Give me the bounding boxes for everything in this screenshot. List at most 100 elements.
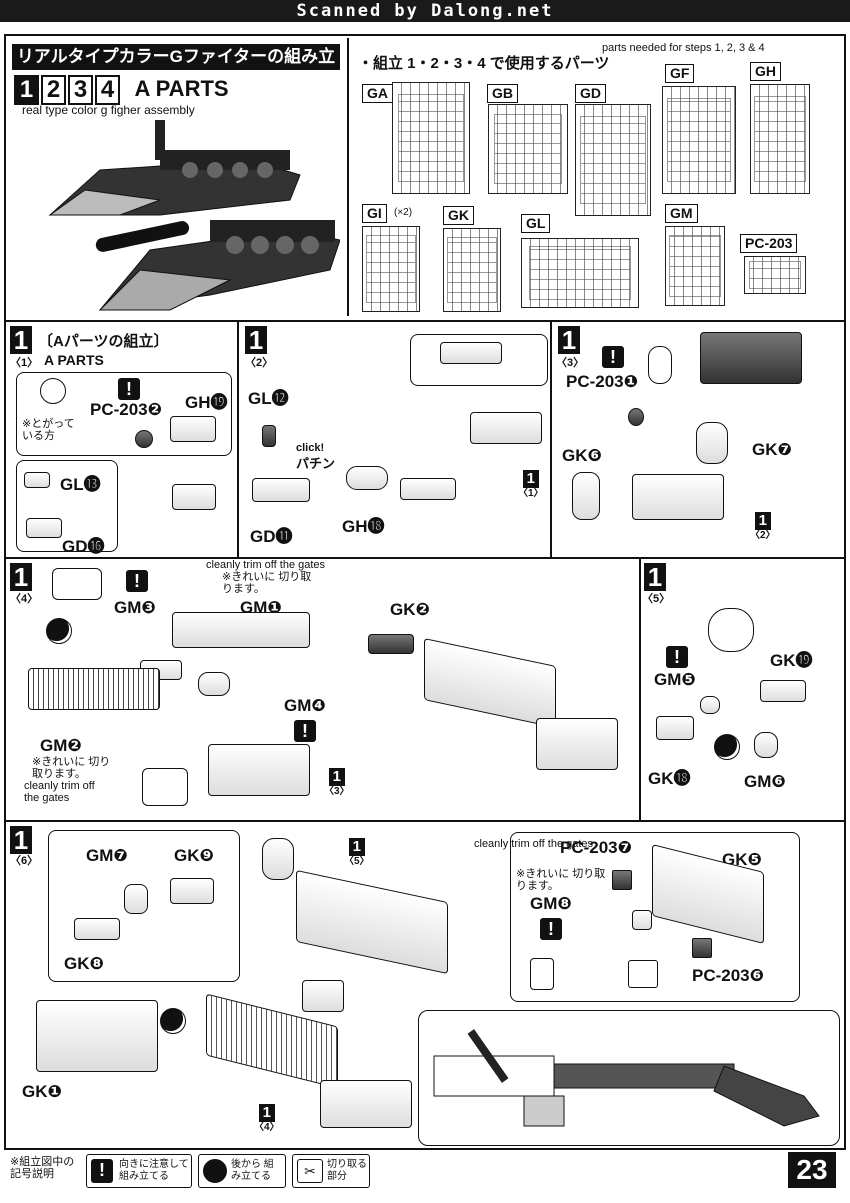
panel1-pointed-end-icon	[40, 378, 66, 404]
step-2: 2	[41, 75, 66, 105]
row-divider-3	[4, 820, 846, 822]
panel1-part-gl13	[24, 472, 50, 488]
panel3-label-gk7: GK❼	[752, 440, 792, 459]
panel5-sub: 〈5〉	[642, 593, 671, 605]
panel6-ref4: 1〈4〉	[254, 1104, 280, 1133]
panel3-label-pc203: PC-203❶	[566, 372, 639, 391]
sprue-gm-diagram	[665, 226, 725, 306]
panel3-part-gk6	[572, 472, 600, 520]
panel6-cut-icon	[628, 960, 658, 988]
legend-title: ※組立図中の 記号説明	[10, 1156, 75, 1180]
panel1-jp-heading: 〔Aパーツの組立〕	[38, 333, 169, 350]
sprue-label-gi: GI	[362, 204, 387, 223]
parts-list-jp-heading: ・組立 1・2・3・4 で使用するパーツ	[358, 55, 610, 72]
fighter-lower	[95, 220, 340, 311]
sprue-gf-diagram	[662, 86, 736, 194]
panel6-part-gk9	[170, 878, 214, 904]
panel2-ref: 1〈1〉	[518, 470, 544, 499]
panel3-part-gk7	[696, 422, 728, 464]
panel2-sub: 〈2〉	[245, 357, 274, 369]
panel1-subbox-top	[16, 372, 232, 456]
panel3-warn-icon: !	[602, 346, 624, 368]
legend-item-orientation: ! 向きに注意して 組み立てる	[86, 1154, 192, 1188]
panel6-trim-jp: ※きれいに 切り取ります。	[516, 868, 606, 892]
panel1-step: 1	[10, 326, 32, 354]
parts-title: A PARTS	[134, 76, 229, 101]
panel3-result-part	[700, 332, 802, 384]
panel4-part-gk2	[368, 634, 414, 654]
sprue-label-gm: GM	[665, 204, 698, 223]
panel4-sub: 〈4〉	[10, 593, 39, 605]
panel1-polycap	[135, 430, 153, 448]
panel4-warn-icon-1: !	[126, 570, 148, 592]
panel4-detail-callout-2	[142, 768, 188, 806]
panel2-part-result	[470, 412, 542, 444]
legend-cut-icon: ✂	[297, 1159, 323, 1183]
panel6-part-gk1	[36, 1000, 158, 1072]
panel4-ref: 1〈3〉	[324, 768, 350, 797]
legend-item-cut: ✂ 切り取る 部分	[292, 1154, 370, 1188]
sprue-label-gd: GD	[575, 84, 606, 103]
panel2-part-assembly	[400, 478, 456, 500]
panel6-subbox-right	[510, 832, 800, 1002]
symbol-legend: ※組立図中の 記号説明 ! 向きに注意して 組み立てる ● 後から 組み立てる …	[10, 1150, 375, 1192]
panel3-ref: 1〈2〉	[750, 512, 776, 541]
panel3-detail-icon	[648, 346, 672, 384]
panel6-step: 1	[10, 826, 32, 854]
en-title: real type color g figher assembly	[22, 103, 195, 117]
panel4-label-gk2: GK❷	[390, 600, 430, 619]
step-3: 3	[68, 75, 93, 105]
panel5-label-gk18: GK⓲	[648, 769, 691, 788]
sprue-pc203-diagram	[744, 256, 806, 294]
scan-banner: Scanned by Dalong.net	[0, 0, 850, 22]
panel2-click-jp: パチン	[296, 456, 336, 471]
panel1-part-gh19	[170, 416, 216, 442]
panel6-label-gk1: GK❶	[22, 1082, 62, 1101]
sprue-label-gl: GL	[521, 214, 551, 233]
sprue-label-ga: GA	[362, 84, 393, 103]
sprue-gk-diagram	[443, 228, 501, 312]
panel4-detail-callout	[52, 568, 102, 600]
panel2-part-gl12	[262, 425, 276, 447]
legend-text-cut: 切り取る 部分	[327, 1159, 367, 1182]
panel6-result-callout	[418, 1010, 840, 1146]
panel1-label-gh19: GH⓳	[185, 393, 228, 412]
panel2-click-en: click!	[296, 442, 325, 454]
page-number: 23	[788, 1152, 836, 1188]
sprue-gl-diagram	[521, 238, 639, 308]
panel5-step: 1	[644, 563, 666, 591]
panel2-part-gd11	[252, 478, 310, 502]
panel4-label-gm2: GM❷	[40, 736, 82, 755]
panel4-result-tail	[536, 718, 618, 770]
panel6-detail-icon	[530, 958, 554, 990]
parts-list-en-heading: parts needed for steps 1, 2, 3 & 4	[602, 42, 765, 54]
panel4-step: 1	[10, 563, 32, 591]
col-divider-3	[639, 557, 641, 820]
panel4-label-gm3: GM❸	[114, 598, 156, 617]
panel4-part-gm4	[198, 672, 230, 696]
jp-title: リアルタイプカラーGファイターの組み立て	[12, 44, 340, 92]
panel1-warn-icon: !	[118, 378, 140, 400]
panel2-step: 1	[245, 326, 267, 354]
panel1-en-heading: A PARTS	[44, 352, 104, 368]
panel6-label-gk9: GK❾	[174, 846, 214, 865]
panel6-ref5: 1〈5〉	[344, 838, 370, 867]
panel4-trim-en: cleanly trim off the gates	[206, 559, 326, 571]
panel4-part-gm1	[172, 612, 310, 648]
sprue-label-pc203: PC-203	[740, 234, 798, 253]
panel4-warn-icon-2: !	[294, 720, 316, 742]
panel6-part-gm7	[124, 884, 148, 914]
panel6-label-gm7: GM❼	[86, 846, 128, 865]
sprue-label-gh: GH	[750, 62, 781, 81]
panel6-label-pc203-7: PC-203❼	[560, 838, 633, 857]
panel1-sub: 〈1〉	[10, 357, 39, 369]
panel2-label-gl12: GL⓬	[248, 389, 289, 408]
panel6-label-gm8: GM❽	[530, 894, 572, 913]
panel1-label-gd16: GD⓰	[62, 537, 105, 556]
panel2-detail-callout	[410, 334, 548, 386]
step-1: 1	[14, 75, 39, 105]
row-divider-2	[4, 557, 846, 559]
sprue-label-gf: GF	[665, 64, 695, 83]
g-fighter-illustration	[48, 120, 340, 311]
